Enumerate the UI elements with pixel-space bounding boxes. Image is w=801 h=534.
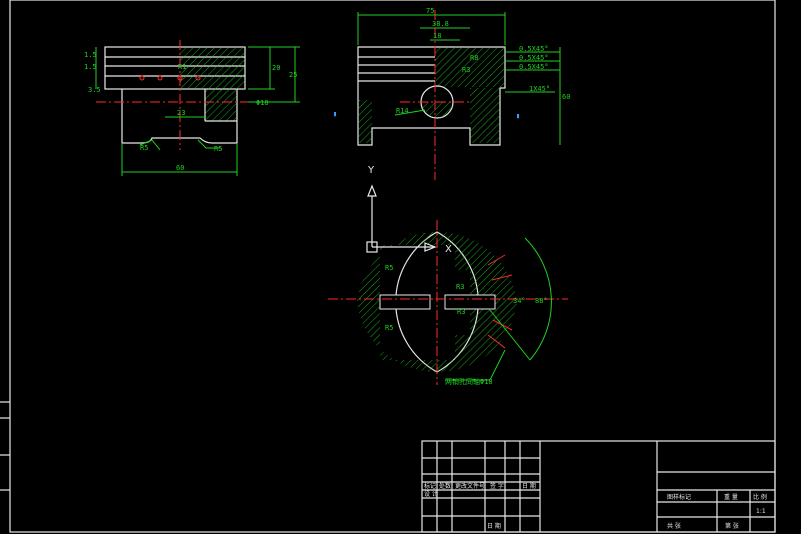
- tb-row-label-3: 更改文件号: [455, 482, 485, 490]
- tb-scale-label: 比 例: [753, 493, 767, 501]
- tb-row-label-5: 日 期: [522, 482, 536, 490]
- bottom-view: Y X 34° 88° R5 R5 R3 R3 两销孔同轴Φ18: [328, 165, 568, 386]
- fv-dim-left-top: 1.5: [84, 51, 97, 59]
- tb-date-label: 日 期: [487, 522, 501, 530]
- sheet-border: [9, 0, 776, 533]
- tb-sheet-num: 第 张: [725, 522, 739, 530]
- fv-dim-width: 60: [176, 164, 184, 172]
- sv-dim-height: 60: [562, 93, 570, 101]
- bv-angle-2: 88°: [535, 297, 548, 305]
- tb-design: 设 计: [424, 490, 438, 498]
- bv-note: 两销孔同轴Φ18: [445, 377, 493, 386]
- sv-blue-mark-left: ▮: [333, 110, 337, 118]
- fv-dim-right-outer: 25: [289, 71, 297, 79]
- bv-fillet-3: R3: [456, 283, 464, 291]
- fv-dim-depth: 23: [177, 109, 185, 117]
- bv-axis-y: Y: [367, 165, 375, 176]
- front-view: 1.5 1.5 3.5 20 25 R1 Φ18 23 60 R5 R5: [84, 40, 300, 176]
- fv-fillet-left: R5: [140, 144, 148, 152]
- sv-dim-overall: 75: [426, 7, 434, 15]
- bv-fillet-2: R5: [385, 324, 393, 332]
- sv-fillet-a: R8: [470, 54, 478, 62]
- fv-dim-left-mid: 1.5: [84, 63, 97, 71]
- sv-blue-mark-right: ▮: [516, 112, 520, 120]
- tb-drawing-label: 图样标记: [667, 493, 691, 501]
- tb-row-label-2: 处数: [439, 482, 451, 490]
- sv-chamfer-4: 1X45°: [529, 85, 550, 93]
- sv-chamfer-3: 0.5X45°: [519, 63, 549, 71]
- sv-dim-inner: 38.8: [432, 20, 449, 28]
- fv-dim-left-bottom: 3.5: [88, 86, 101, 94]
- tb-scale-value: 1:1: [756, 508, 766, 515]
- sv-chamfer-2: 0.5X45°: [519, 54, 549, 62]
- fv-dim-right-inner: 20: [272, 64, 280, 72]
- tb-sheet-total: 共 张: [667, 522, 681, 530]
- tb-row-label-1: 标记: [424, 482, 436, 490]
- fv-dim-bore: Φ18: [256, 99, 269, 107]
- bv-fillet-1: R5: [385, 264, 393, 272]
- bv-fillet-4: R3: [457, 308, 465, 316]
- title-block: 标记 处数 更改文件号 签 字 日 期 设 计 日 期 图样标记 重 量 比 例…: [421, 440, 776, 533]
- tb-row-label-4: 签 字: [490, 482, 504, 490]
- fv-fillet-right: R5: [214, 145, 222, 153]
- sv-chamfer-1: 0.5X45°: [519, 45, 549, 53]
- fv-dim-pin-radius: R1: [178, 63, 186, 71]
- tb-weight-label: 重 量: [724, 493, 738, 501]
- bv-axis-x: X: [445, 244, 452, 255]
- sv-fillet-b: R3: [462, 66, 470, 74]
- section-view: 75 38.8 18 0.5X45° 0.5X45° 0.5X45° 1X45°…: [333, 7, 570, 180]
- sv-dim-pin: 18: [433, 32, 441, 40]
- bv-angle-1: 34°: [513, 297, 526, 305]
- sv-fillet-c: R14: [396, 107, 409, 115]
